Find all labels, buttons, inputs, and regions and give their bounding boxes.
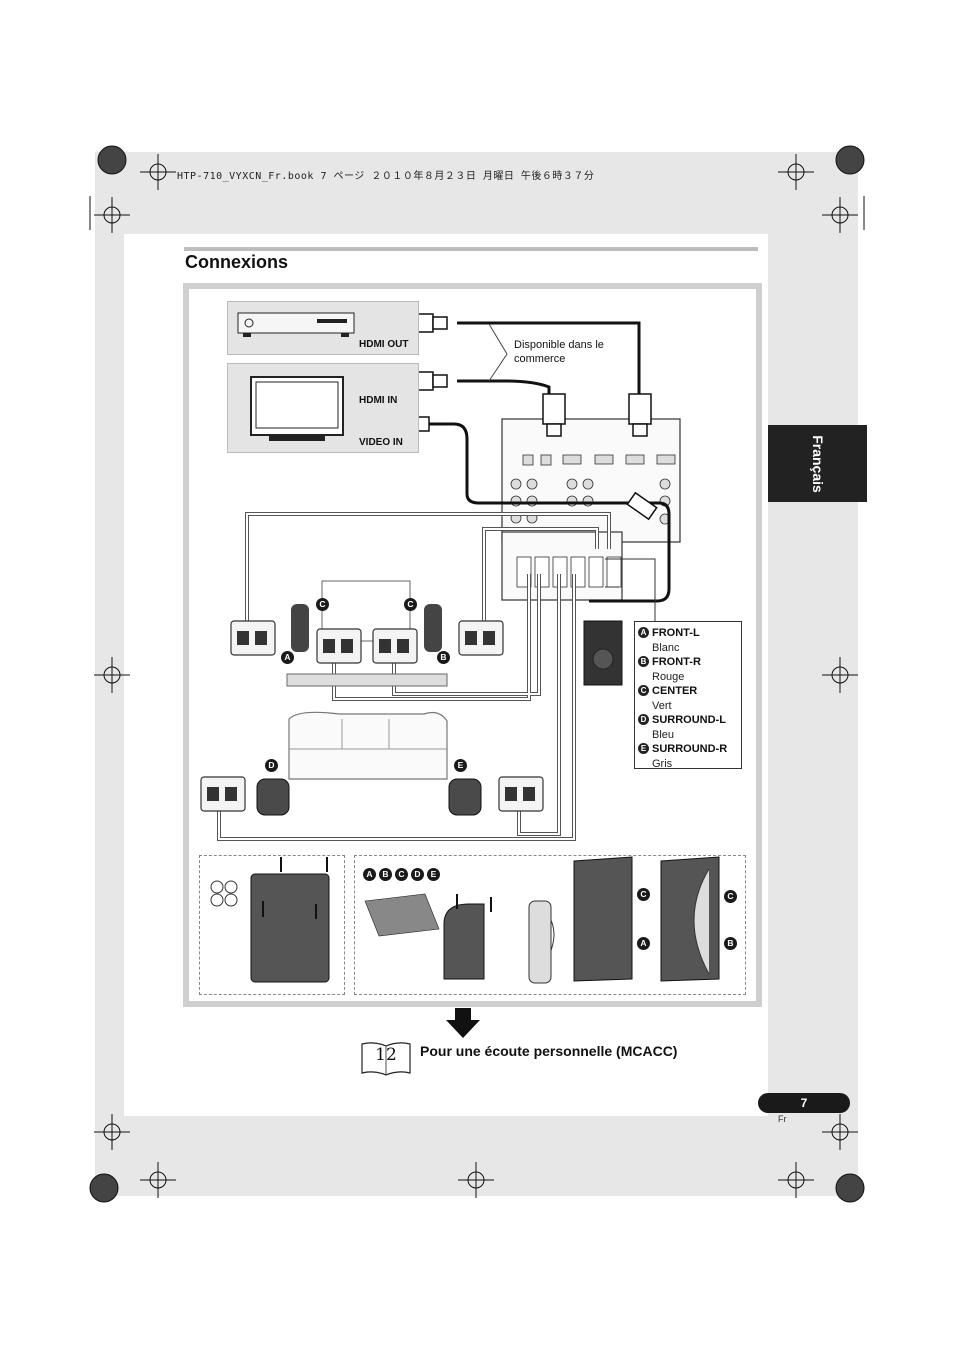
book-page-ref: 12 (375, 1045, 397, 1065)
legend-badge: B (638, 656, 649, 668)
legend-color: Bleu (652, 729, 675, 741)
language-tab-label: Français (809, 434, 826, 493)
bluray-player-icon (237, 312, 355, 337)
page-number: 7 (758, 1093, 850, 1113)
install-panel-subwoofer (199, 855, 345, 995)
title-rule (184, 247, 758, 251)
legend-name: FRONT-R (652, 655, 701, 668)
legend-name: SURROUND-L (652, 713, 726, 726)
install-callout-c2: C (724, 890, 737, 903)
language-tab[interactable]: Français (768, 425, 867, 502)
legend-badge: C (638, 685, 649, 697)
legend-color: Gris (652, 758, 673, 770)
install-badge-d: D (411, 868, 424, 881)
callout-e: E (454, 759, 467, 772)
install-callout-b: B (724, 937, 737, 950)
install-panel-speakers (354, 855, 746, 995)
legend-badge: E (638, 743, 649, 755)
legend-badge: D (638, 714, 649, 726)
install-badge-b: B (379, 868, 392, 881)
legend-name: FRONT-L (652, 626, 700, 639)
book-icon[interactable]: 12 (360, 1041, 412, 1079)
print-header: HTP-710_VYXCN_Fr.book 7 ページ ２０１０年８月２３日 月… (177, 171, 595, 182)
install-badge-c: C (395, 868, 408, 881)
mcacc-reference-text[interactable]: Pour une écoute personnelle (MCACC) (420, 1043, 678, 1059)
install-callout-c1: C (637, 888, 650, 901)
callout-a-front: A (281, 651, 294, 664)
callout-c-right: C (404, 598, 417, 611)
hdmi-out-label: HDMI OUT (359, 339, 409, 350)
video-in-label: VIDEO IN (359, 437, 403, 448)
install-callout-a: A (637, 937, 650, 950)
callout-d: D (265, 759, 278, 772)
legend-name: SURROUND-R (652, 742, 728, 755)
legend-color: Rouge (652, 671, 685, 683)
legend-name: CENTER (652, 684, 698, 697)
legend-badge: A (638, 627, 649, 639)
down-arrow-icon (446, 1008, 480, 1038)
legend-color: Vert (652, 700, 672, 712)
section-title: Connexions (185, 252, 289, 272)
install-badge-a: A (363, 868, 376, 881)
hdmi-in-label: HDMI IN (359, 395, 398, 406)
tv-icon (250, 376, 344, 441)
legend-color: Blanc (652, 642, 680, 654)
callout-c-left: C (316, 598, 329, 611)
page-language: Fr (778, 1114, 787, 1124)
connection-diagram (200, 311, 720, 984)
install-badge-e: E (427, 868, 440, 881)
cable-note: Disponible dans le commerce (514, 339, 604, 365)
callout-b-front: B (437, 651, 450, 664)
